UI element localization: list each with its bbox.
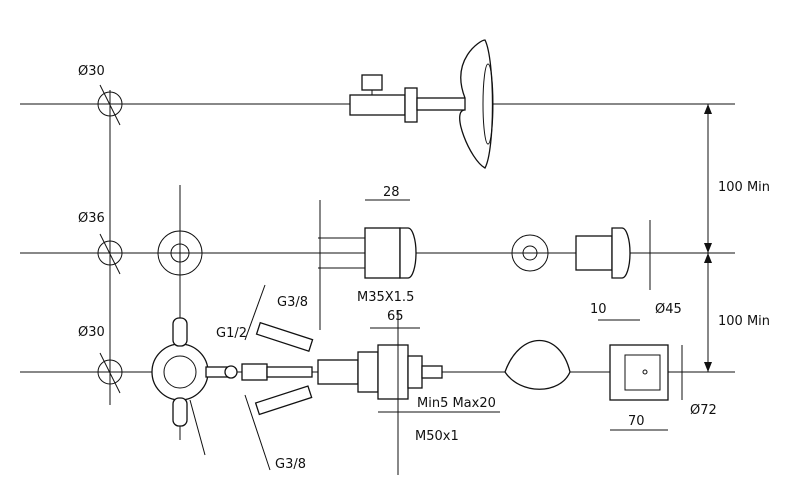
label-dim-70: 70	[628, 414, 645, 429]
hole-circles	[97, 84, 203, 394]
label-dim-28: 28	[383, 185, 400, 200]
bottom-components	[151, 310, 669, 475]
dimension-lines	[189, 104, 712, 471]
label-dim-10: 10	[590, 302, 607, 317]
label-min-max: Min5 Max20	[417, 396, 496, 411]
label-d30-top: Ø30	[78, 64, 105, 79]
label-d30-bottom: Ø30	[78, 325, 105, 340]
label-d45: Ø45	[655, 302, 682, 317]
label-g38-bottom: G3/8	[275, 457, 306, 472]
top-valve-assembly	[349, 39, 494, 169]
label-d72: Ø72	[690, 403, 717, 418]
label-dim-65: 65	[387, 309, 404, 324]
label-m50: M50x1	[415, 429, 459, 444]
middle-components	[318, 200, 631, 330]
label-100min-top: 100 Min	[718, 180, 770, 195]
label-d36: Ø36	[78, 211, 105, 226]
label-g12: G1/2	[216, 326, 247, 341]
label-g38-top: G3/8	[277, 295, 308, 310]
label-100min-bottom: 100 Min	[718, 314, 770, 329]
label-m35: M35X1.5	[357, 290, 414, 305]
